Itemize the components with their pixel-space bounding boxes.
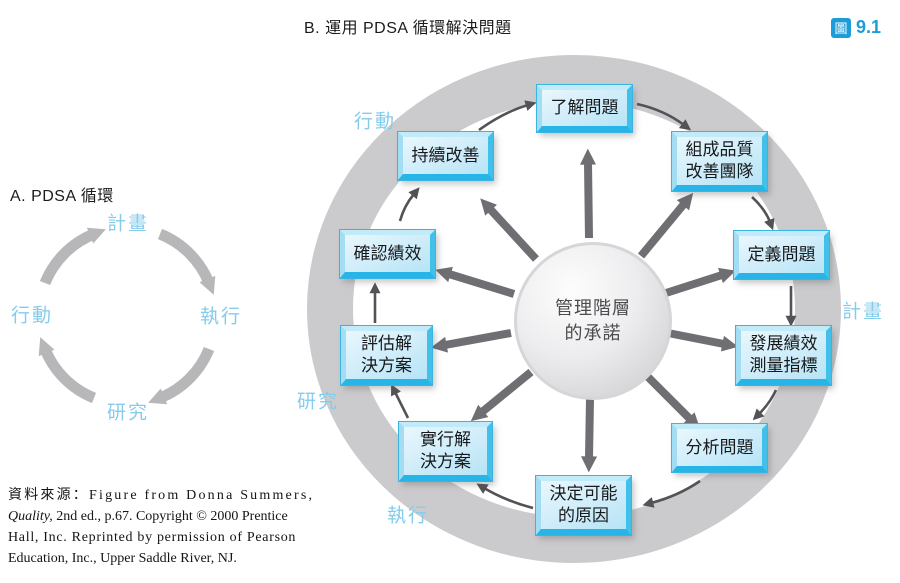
citation-line-1: 資料來源：Figure from Donna Summers,	[8, 488, 315, 503]
panel-a-label-do: 執行	[199, 306, 243, 328]
citation-line-3: Hall, Inc. Reprinted by permission of Pe…	[8, 530, 297, 545]
step-define-problem: 定義問題	[734, 231, 829, 279]
step-understand-problem: 了解問題	[537, 85, 632, 132]
step-develop-performance-measures: 發展績效 測量指標	[736, 326, 831, 385]
step-continuous-improvement: 持續改善	[398, 132, 493, 180]
step-determine-possible-causes: 決定可能 的原因	[536, 476, 631, 535]
citation-line-4: Education, Inc., Upper Saddle River, NJ.	[8, 551, 237, 566]
panel-a-label-plan: 計畫	[106, 213, 150, 235]
panel-b-title: B. 運用 PDSA 循環解決問題	[304, 20, 512, 37]
step-evaluate-solution: 評估解 決方案	[341, 326, 432, 385]
arrow-act-to-plan	[39, 227, 106, 286]
step-implement-solution: 實行解 決方案	[399, 422, 492, 481]
citation-book-title: Quality,	[8, 509, 53, 524]
panel-a-title: A. PDSA 循環	[10, 188, 114, 205]
panel-a-cycle-arrows	[38, 227, 216, 405]
figure-number: 9.1	[856, 17, 882, 37]
step-form-quality-improvement-team: 組成品質 改善團隊	[672, 132, 767, 191]
step-sequence-arrows	[369, 100, 797, 510]
step-analyze-problem: 分析問題	[672, 424, 767, 472]
management-commitment-circle: 管理階層 的承諾	[514, 242, 672, 400]
citation-line-2: Quality, 2nd ed., p.67. Copyright © 2000…	[8, 506, 338, 527]
source-citation: 資料來源：Figure from Donna Summers, Quality,…	[8, 485, 338, 569]
figure-icon: 圖	[831, 17, 851, 38]
commitment-spokes	[430, 148, 739, 473]
pdsa-ring	[307, 55, 841, 563]
arrow-study-to-act	[38, 337, 97, 404]
arrow-plan-to-do	[157, 228, 216, 295]
panel-b-label-act: 行動	[353, 111, 397, 133]
citation-line-2-rest: 2nd ed., p.67. Copyright © 2000 Prentice	[52, 509, 288, 524]
step-ensure-performance: 確認績效	[340, 230, 435, 278]
arrow-do-to-study	[148, 346, 215, 405]
panel-a-label-act: 行動	[10, 305, 54, 327]
panel-b-label-plan: 計畫	[841, 301, 885, 323]
figure-badge: 圖 9.1	[831, 17, 881, 38]
panel-a-label-study: 研究	[106, 402, 150, 424]
panel-b-label-do: 執行	[386, 505, 430, 527]
panel-b-label-study: 研究	[296, 391, 340, 413]
